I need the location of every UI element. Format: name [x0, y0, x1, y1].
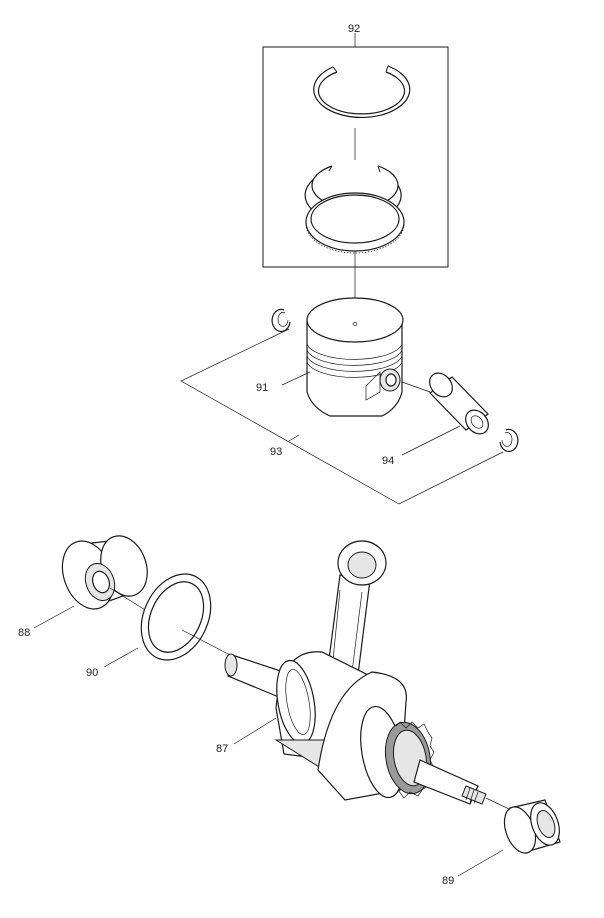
piston-assembly: [180, 297, 519, 505]
thrust-washer: [140, 573, 212, 661]
leader-88: [33, 605, 75, 629]
piston: [306, 297, 404, 417]
piston-pin: [401, 372, 489, 435]
leader-93: [288, 434, 300, 442]
leader-87: [233, 717, 277, 745]
piston-ring-set: [262, 33, 449, 300]
leader-90: [103, 647, 139, 668]
leader-89: [457, 849, 504, 877]
piston-ring-top: [313, 65, 411, 119]
bracket-93: [180, 328, 504, 505]
leader-94: [401, 425, 461, 456]
label-88: 88: [18, 627, 30, 639]
label-93: 93: [270, 446, 282, 458]
circlip-left: [271, 308, 291, 332]
label-92: 92: [348, 23, 360, 35]
label-94: 94: [382, 455, 394, 467]
leader-91: [281, 371, 311, 386]
crankshaft: [224, 540, 487, 805]
bearing-right: [503, 799, 561, 854]
piston-ring-oil: [305, 192, 405, 254]
circlip-right: [499, 428, 519, 452]
label-91: 91: [256, 382, 268, 394]
label-87: 87: [216, 743, 228, 755]
label-90: 90: [86, 667, 98, 679]
ring-set-box: [262, 46, 449, 268]
label-89: 89: [442, 875, 454, 887]
bearing-left: [61, 535, 148, 610]
